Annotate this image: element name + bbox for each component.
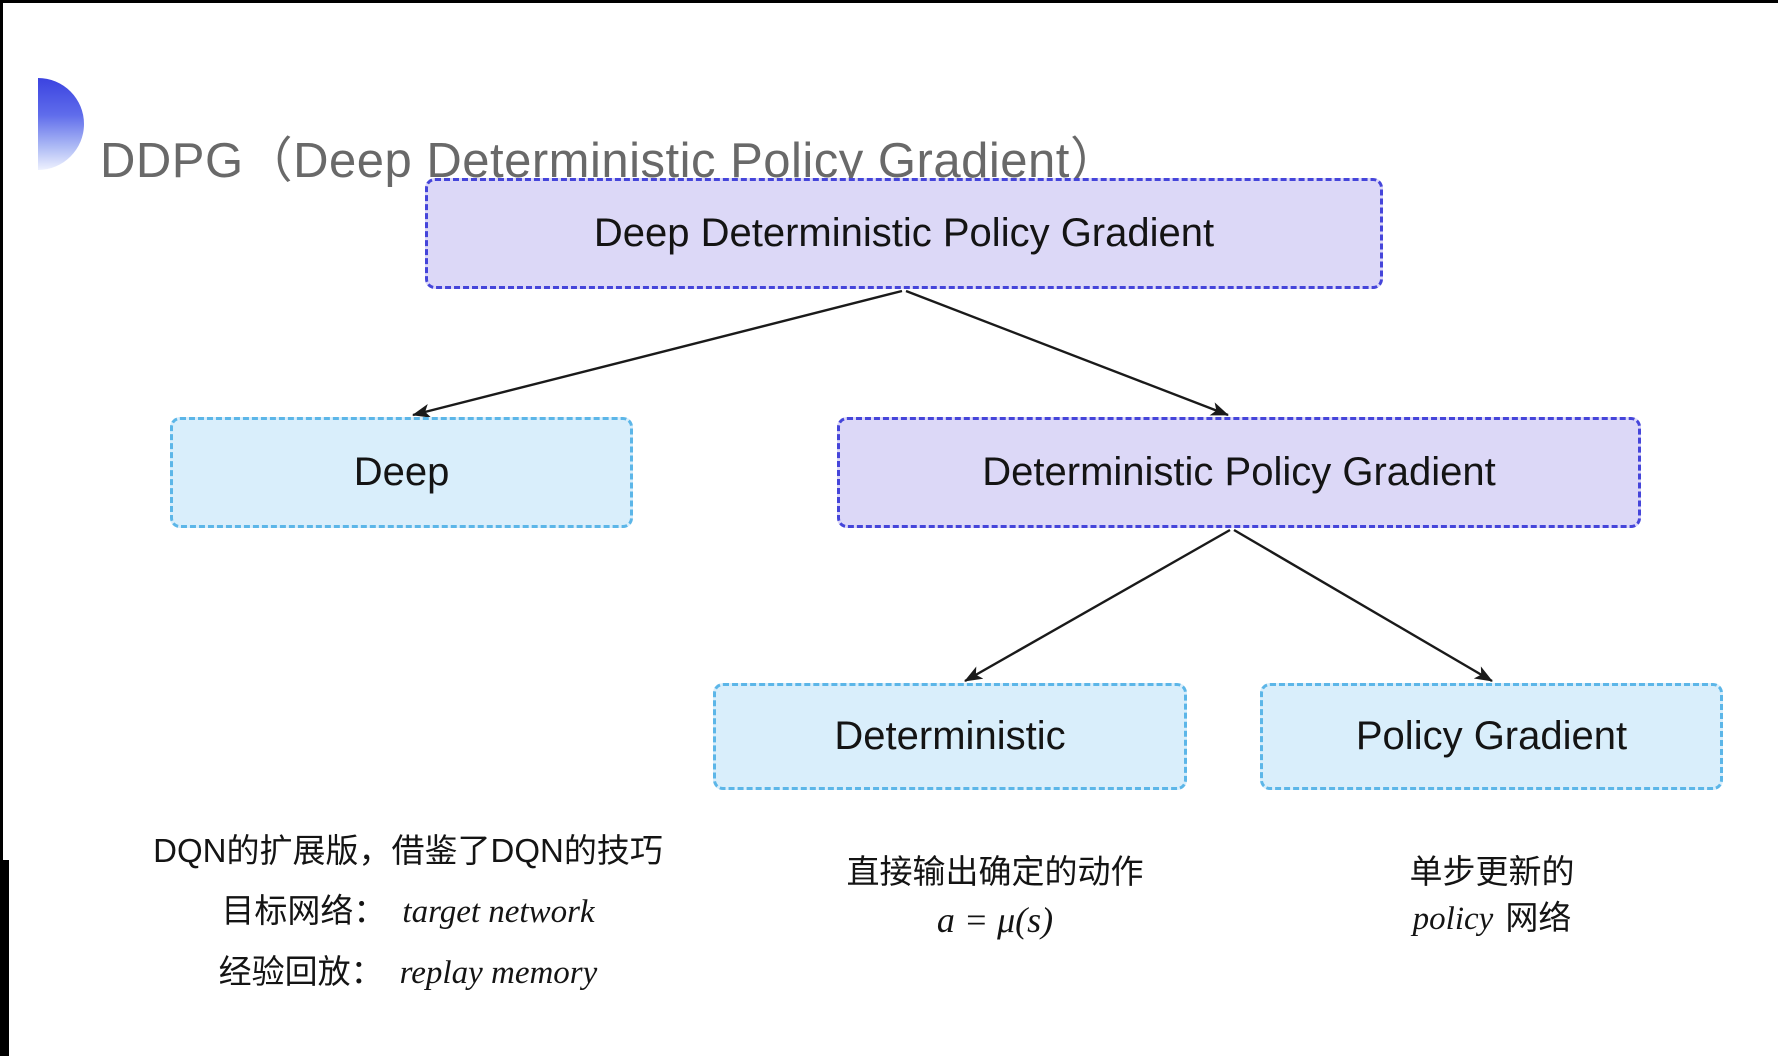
frame-edge-top [0, 0, 1778, 3]
note-dqn-extension: DQN的扩展版，借鉴了DQN的技巧 [153, 832, 663, 869]
node-label: Deterministic Policy Gradient [982, 450, 1496, 494]
node-label: Deep Deterministic Policy Gradient [593, 211, 1215, 255]
arrow-root-to-dpg [905, 289, 1229, 417]
node-deterministic-policy-gradient: Deterministic Policy Gradient [837, 417, 1641, 528]
note-replay-memory: 经验回放： replay memory [219, 952, 598, 993]
node-policy-gradient: Policy Gradient [1260, 683, 1723, 790]
arrow-dpg-to-policy-gradient [1233, 528, 1493, 683]
note-target-network-value: target network [402, 894, 595, 930]
note-network-word: 网络 [1505, 899, 1572, 936]
node-deep: Deep [170, 417, 633, 528]
note-target-network-label: 目标网络： [221, 892, 387, 929]
note-target-network: 目标网络： target network [221, 891, 594, 932]
node-label: Deterministic [834, 714, 1066, 758]
notes-deep: DQN的扩展版，借鉴了DQN的技巧 目标网络： target network 经验… [118, 831, 698, 1013]
frame-edge-left [0, 0, 3, 1056]
note-action-formula: a = μ(s) [936, 900, 1054, 940]
note-policy-word: policy [1412, 901, 1494, 937]
notes-policy-gradient: 单步更新的 policy 网络 [1292, 852, 1692, 945]
arrow-root-to-deep [412, 289, 903, 418]
node-deep-deterministic-policy-gradient: Deep Deterministic Policy Gradient [425, 178, 1383, 289]
title-accent-halfcircle-icon [38, 78, 84, 170]
note-policy-network: policy 网络 [1413, 898, 1572, 939]
note-replay-memory-value: replay memory [399, 955, 598, 991]
node-label: Deep [353, 450, 450, 494]
arrow-dpg-to-deterministic [964, 528, 1231, 683]
note-single-step-update: 单步更新的 [1409, 853, 1575, 890]
note-deterministic-action: 直接输出确定的动作 [846, 853, 1144, 890]
node-deterministic: Deterministic [713, 683, 1187, 790]
notes-deterministic: 直接输出确定的动作 a = μ(s) [795, 852, 1195, 948]
node-label: Policy Gradient [1355, 714, 1628, 758]
frame-edge-left-bottom [0, 860, 9, 1056]
note-replay-memory-label: 经验回放： [218, 953, 384, 990]
